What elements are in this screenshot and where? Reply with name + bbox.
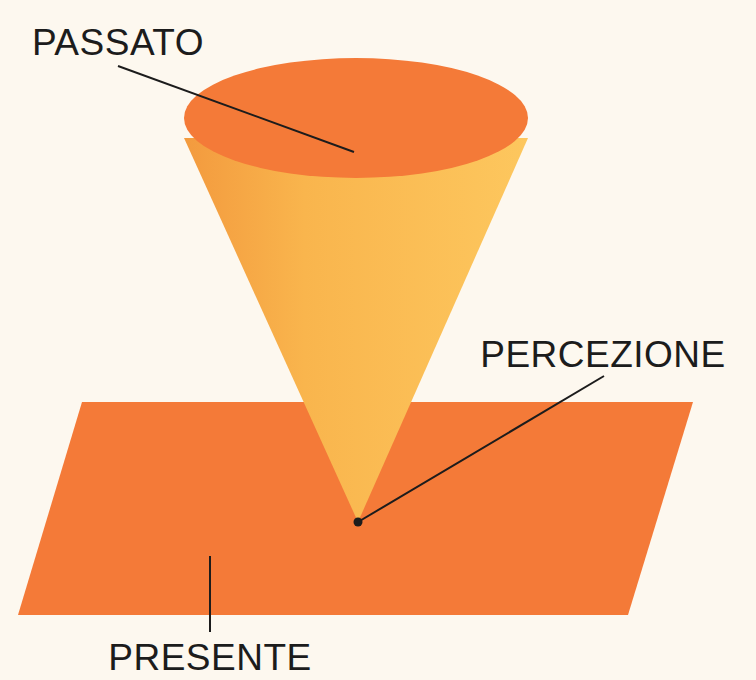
label-text: PERCEZIONE <box>480 336 726 373</box>
cone-body <box>184 138 528 522</box>
label-text: PRESENTE <box>108 639 311 676</box>
label-text: PASSATO <box>32 24 204 61</box>
leader-line <box>358 376 604 522</box>
cone-top <box>184 58 528 178</box>
leader-line <box>209 556 211 632</box>
leader-line <box>118 66 354 152</box>
perception-dot <box>354 518 363 527</box>
